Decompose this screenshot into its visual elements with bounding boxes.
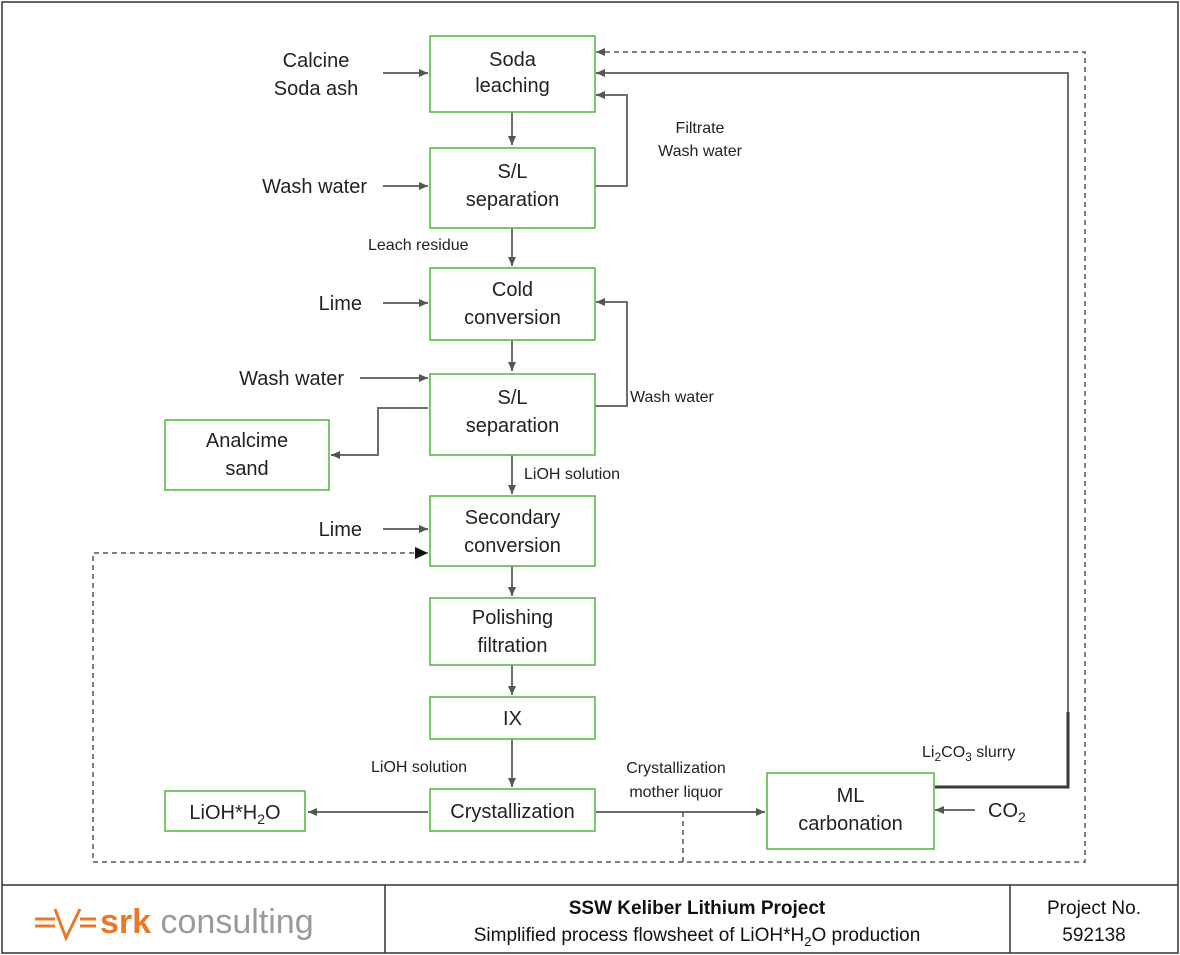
flow-li2co3-recycle <box>935 712 1070 789</box>
dashed-bleed-to-secondary <box>92 547 683 863</box>
footer-subtitle: Simplified process flowsheet of LiOH*H2O… <box>474 925 921 949</box>
box-sl2-line1: S/L <box>497 387 527 409</box>
box-cold-line2: conversion <box>464 307 561 329</box>
flow-filtrate-recycle <box>595 91 628 187</box>
input-co2: CO2 <box>988 800 1026 825</box>
label-mother-liquor-line2: mother liquor <box>629 784 723 801</box>
label-wash-water-recycle-1: Wash water <box>658 143 743 160</box>
box-sl1-line1: S/L <box>497 161 527 183</box>
srk-logo-mark-icon <box>35 908 96 942</box>
dashed-bleed-to-leach <box>596 48 1086 863</box>
flow-li2co3-to-leach <box>596 69 1069 712</box>
input-soda-ash: Soda ash <box>274 78 359 100</box>
box-ix-label: IX <box>503 708 522 730</box>
flow-to-analcime <box>331 407 428 459</box>
input-calcine: Calcine <box>283 50 350 72</box>
box-crystallization-label: Crystallization <box>450 801 574 823</box>
box-lioh-label: LiOH*H2O <box>189 802 280 827</box>
input-lime-1: Lime <box>319 293 362 315</box>
box-polishing-line2: filtration <box>477 635 547 657</box>
box-analcime-line1: Analcime <box>206 430 288 452</box>
box-polishing-filtration: Polishing filtration <box>429 597 596 666</box>
box-cold-line1: Cold <box>492 279 533 301</box>
box-secondary-line1: Secondary <box>465 507 561 529</box>
footer-project-number: 592138 <box>1062 925 1125 946</box>
box-soda-leaching-line2: leaching <box>475 75 550 97</box>
box-ix: IX <box>429 696 596 740</box>
box-soda-leaching-line1: Soda <box>489 49 537 71</box>
footer-project-title: SSW Keliber Lithium Project <box>569 898 826 919</box>
box-polishing-line1: Polishing <box>472 607 553 629</box>
box-sl1-line2: separation <box>466 189 559 211</box>
label-lioh-solution-2: LiOH solution <box>371 759 467 776</box>
srk-logo-text: srk consulting <box>100 903 314 941</box>
footer-project-label: Project No. <box>1047 898 1141 919</box>
label-mother-liquor-line1: Crystallization <box>626 760 726 777</box>
box-cold-conversion: Cold conversion <box>429 267 596 341</box>
box-secondary-line2: conversion <box>464 535 561 557</box>
box-soda-leaching: Soda leaching <box>429 35 596 113</box>
label-leach-residue: Leach residue <box>368 237 469 254</box>
label-wash-water-recycle-2: Wash water <box>630 389 715 406</box>
box-ml-carbonation: ML carbonation <box>766 772 935 850</box>
input-wash-water-2: Wash water <box>239 368 344 390</box>
box-crystallization: Crystallization <box>429 788 596 832</box>
input-lime-2: Lime <box>319 519 362 541</box>
box-analcime-line2: sand <box>225 458 268 480</box>
box-sl-separation-2: S/L separation <box>429 373 596 456</box>
flow-washwater-recycle <box>595 298 628 407</box>
box-analcime-sand: Analcime sand <box>164 419 330 491</box>
input-wash-water-1: Wash water <box>262 176 367 198</box>
label-li2co3-slurry: Li2CO3 slurry <box>922 744 1015 764</box>
label-filtrate: Filtrate <box>676 120 725 137</box>
srk-logo: srk consulting <box>35 903 314 942</box>
box-lioh-product: LiOH*H2O <box>164 790 306 832</box>
box-ml-line2: carbonation <box>798 813 903 835</box>
box-secondary-conversion: Secondary conversion <box>429 495 596 567</box>
box-sl-separation-1: S/L separation <box>429 147 596 229</box>
box-sl2-line2: separation <box>466 415 559 437</box>
box-ml-line1: ML <box>837 785 865 807</box>
label-lioh-solution-1: LiOH solution <box>524 466 620 483</box>
